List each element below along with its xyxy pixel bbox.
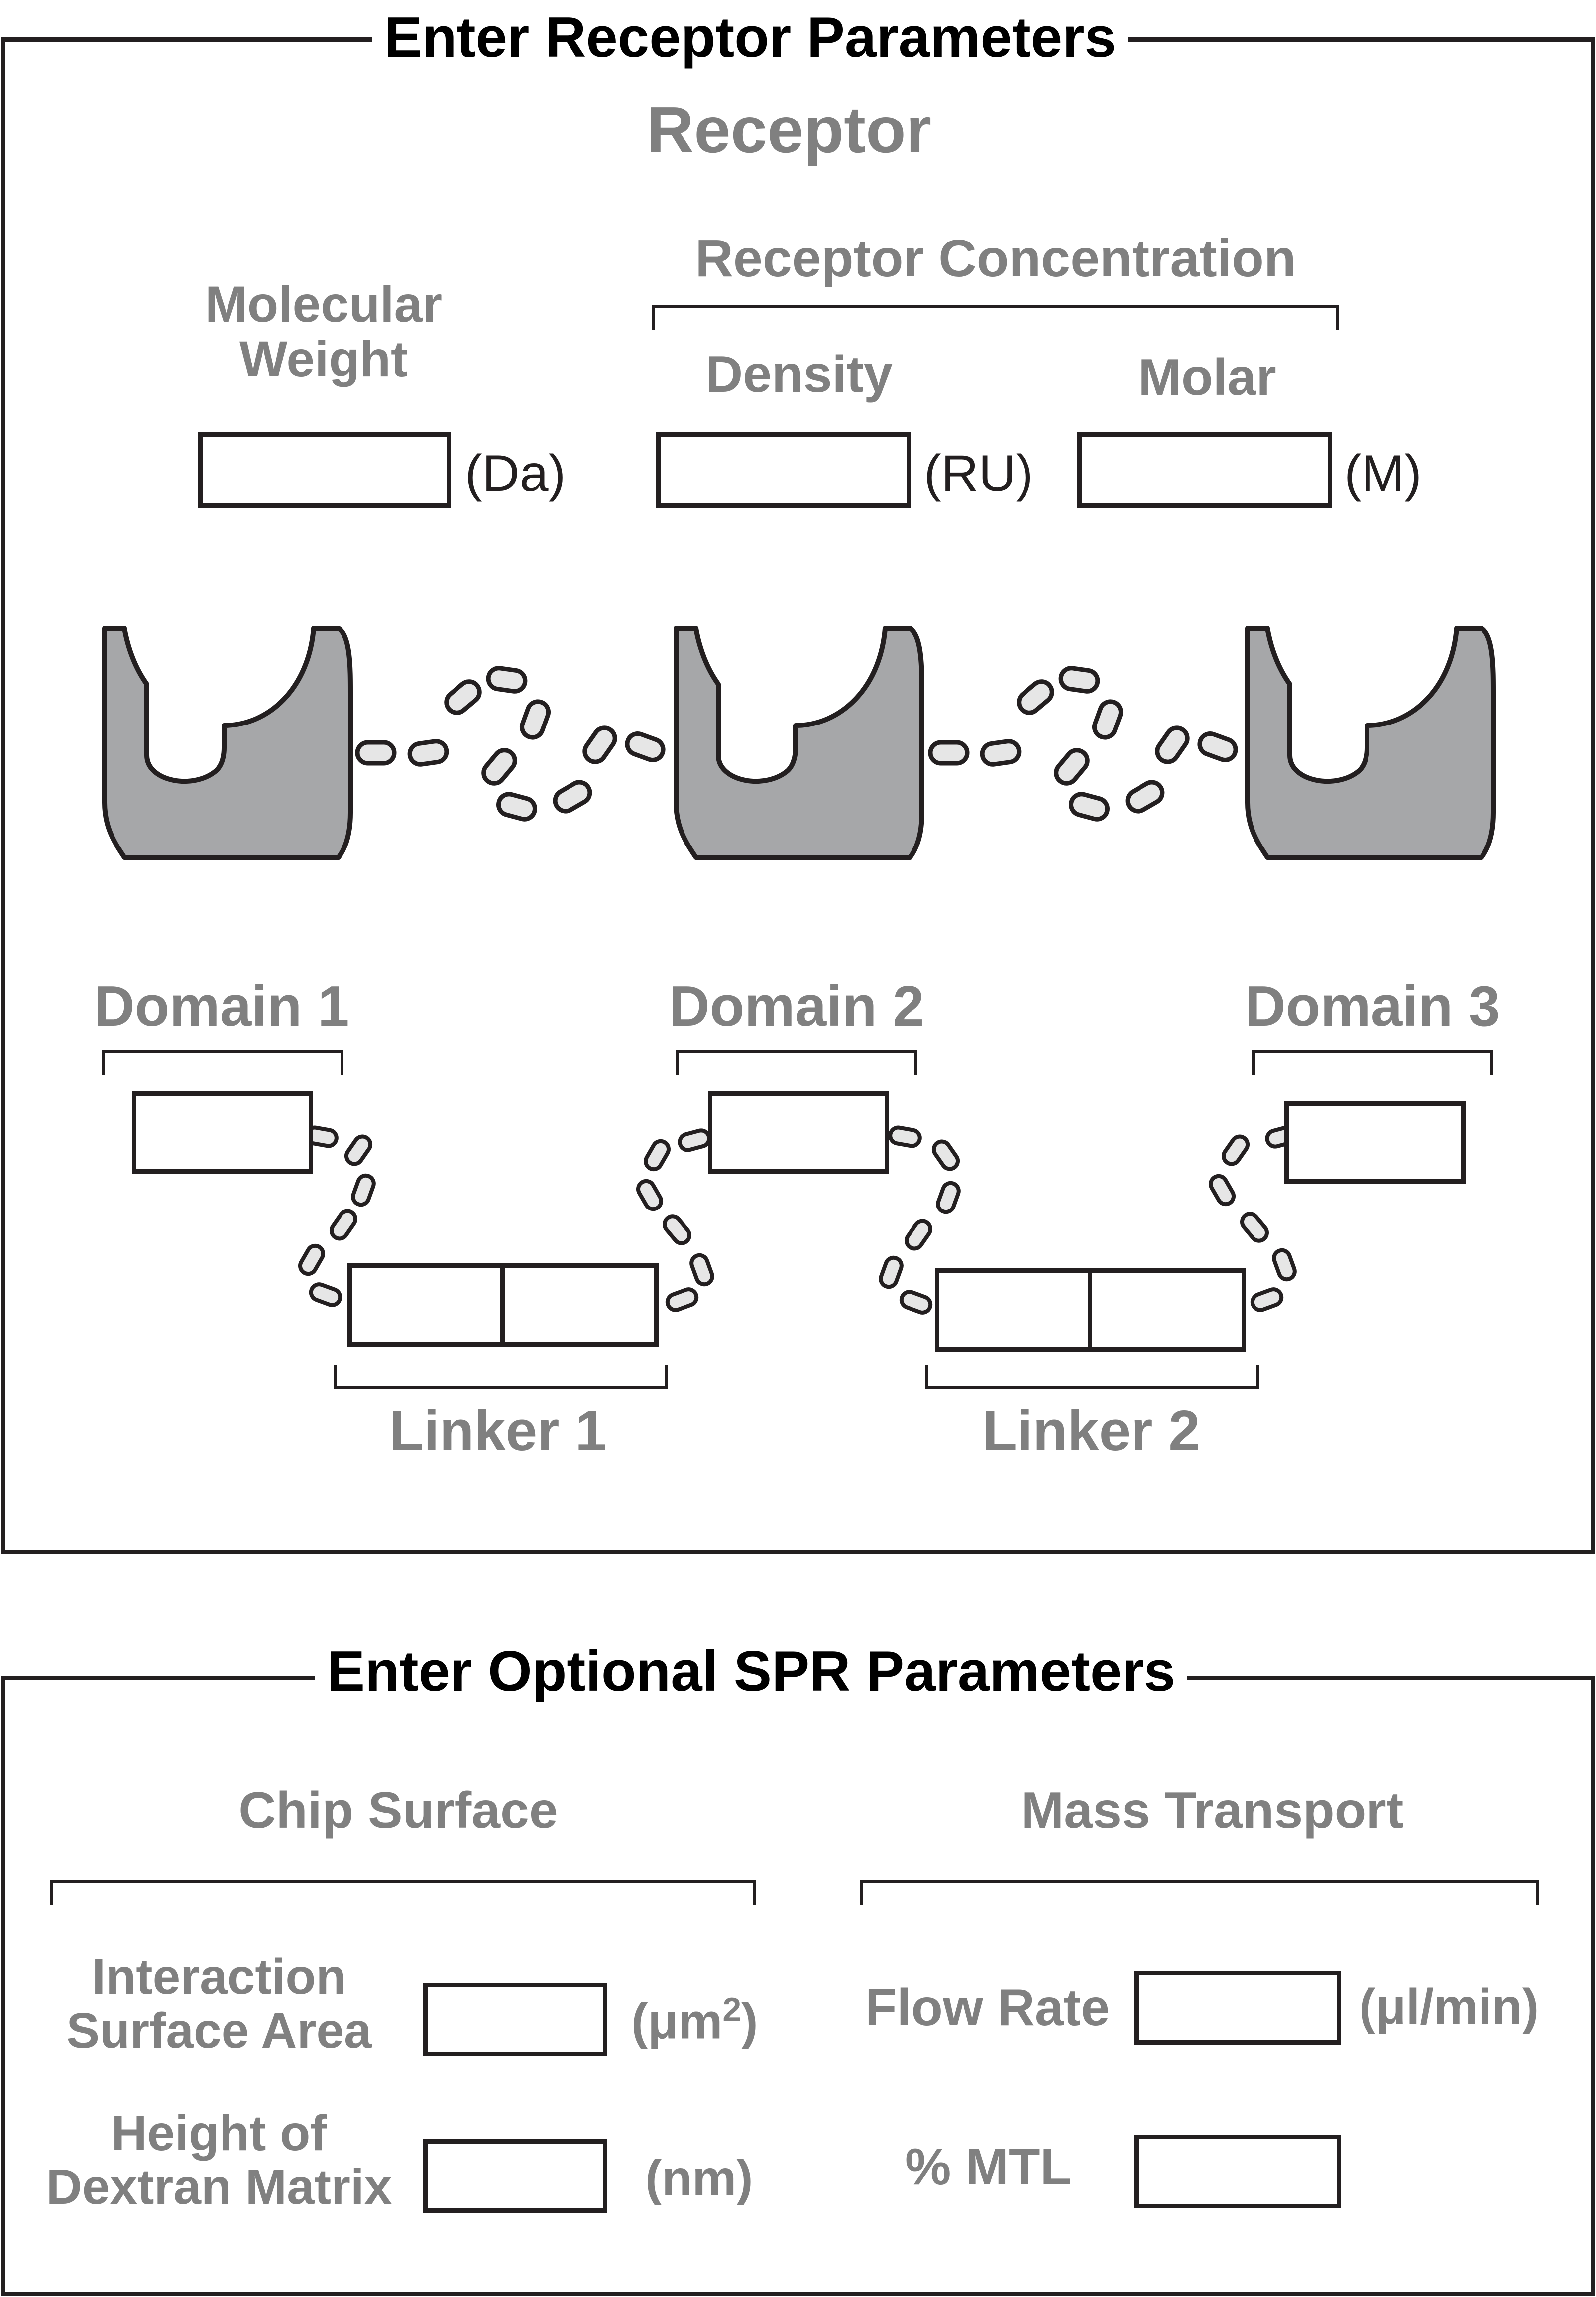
domain-2-label: Domain 2 xyxy=(669,975,924,1038)
mass-transport-heading: Mass Transport xyxy=(1021,1782,1404,1839)
surface-area-input[interactable] xyxy=(423,1983,607,2056)
flow-rate-unit: (μl/min) xyxy=(1359,1979,1539,2035)
linker-1-input[interactable] xyxy=(347,1263,659,1347)
receptor-domain-icon xyxy=(105,628,350,857)
dextran-height-input[interactable] xyxy=(423,2139,607,2213)
domain-1-bracket xyxy=(102,1050,343,1075)
domain-2-input[interactable] xyxy=(708,1091,889,1174)
flow-rate-label: Flow Rate xyxy=(865,1979,1110,2037)
linker-bead-icon xyxy=(930,667,1239,822)
receptor-illustration xyxy=(0,0,1596,1559)
surface-area-unit-suffix: ) xyxy=(741,1993,758,2050)
receptor-domain-icon xyxy=(1248,628,1493,857)
linker-1-label: Linker 1 xyxy=(389,1399,607,1462)
mass-transport-bracket xyxy=(860,1880,1539,1905)
domain-2-bracket xyxy=(676,1050,917,1075)
molecular-weight-label-line1: Molecular xyxy=(205,276,443,333)
surface-area-unit: (μm2) xyxy=(631,1991,758,2050)
molecular-weight-label: Molecular Weight xyxy=(149,277,498,386)
domain-3-bracket xyxy=(1252,1050,1493,1075)
domain-1-input[interactable] xyxy=(132,1091,313,1174)
dextran-height-label-line1: Height of xyxy=(111,2105,327,2161)
molecular-weight-unit: (Da) xyxy=(465,445,566,502)
surface-area-unit-sup: 2 xyxy=(722,1991,742,2029)
molecular-weight-input[interactable] xyxy=(198,432,451,508)
spr-panel-title: Enter Optional SPR Parameters xyxy=(315,1637,1188,1706)
dextran-height-label: Height of Dextran Matrix xyxy=(30,2106,408,2214)
domain-3-label: Domain 3 xyxy=(1245,975,1500,1038)
chip-surface-bracket xyxy=(50,1880,756,1905)
density-label: Density xyxy=(705,346,893,403)
linker-2-divider xyxy=(1088,1273,1092,1347)
density-input[interactable] xyxy=(656,432,911,508)
density-unit: (RU) xyxy=(924,445,1033,502)
receptor-domain-icon xyxy=(676,628,922,857)
mtl-label: % MTL xyxy=(905,2138,1072,2196)
molar-unit: (M) xyxy=(1344,445,1422,502)
dextran-height-unit: (nm) xyxy=(645,2150,753,2206)
surface-area-label-line2: Surface Area xyxy=(66,2003,372,2058)
linker-2-bracket xyxy=(925,1365,1259,1389)
mtl-input[interactable] xyxy=(1134,2135,1341,2208)
linker-bead-icon xyxy=(357,667,666,822)
domain-1-label: Domain 1 xyxy=(94,975,349,1038)
molar-input[interactable] xyxy=(1077,432,1332,508)
flow-rate-input[interactable] xyxy=(1134,1971,1341,2045)
receptor-concentration-bracket xyxy=(652,305,1339,330)
linker-2-input[interactable] xyxy=(935,1268,1246,1352)
surface-area-label: Interaction Surface Area xyxy=(40,1950,398,2057)
receptor-concentration-heading: Receptor Concentration xyxy=(695,229,1296,288)
molar-label: Molar xyxy=(1138,349,1276,406)
linker-1-bracket xyxy=(334,1365,668,1389)
chip-surface-heading: Chip Surface xyxy=(238,1782,558,1839)
linker-2-label: Linker 2 xyxy=(982,1399,1200,1462)
linker-1-divider xyxy=(500,1268,505,1342)
molecular-weight-label-line2: Weight xyxy=(239,331,408,388)
receptor-panel-title: Enter Receptor Parameters xyxy=(372,3,1128,73)
surface-area-unit-prefix: (μm xyxy=(631,1993,723,2050)
domain-3-input[interactable] xyxy=(1284,1101,1466,1184)
dextran-height-label-line2: Dextran Matrix xyxy=(46,2159,392,2215)
receptor-heading: Receptor xyxy=(646,93,932,166)
surface-area-label-line1: Interaction xyxy=(92,1949,346,2005)
